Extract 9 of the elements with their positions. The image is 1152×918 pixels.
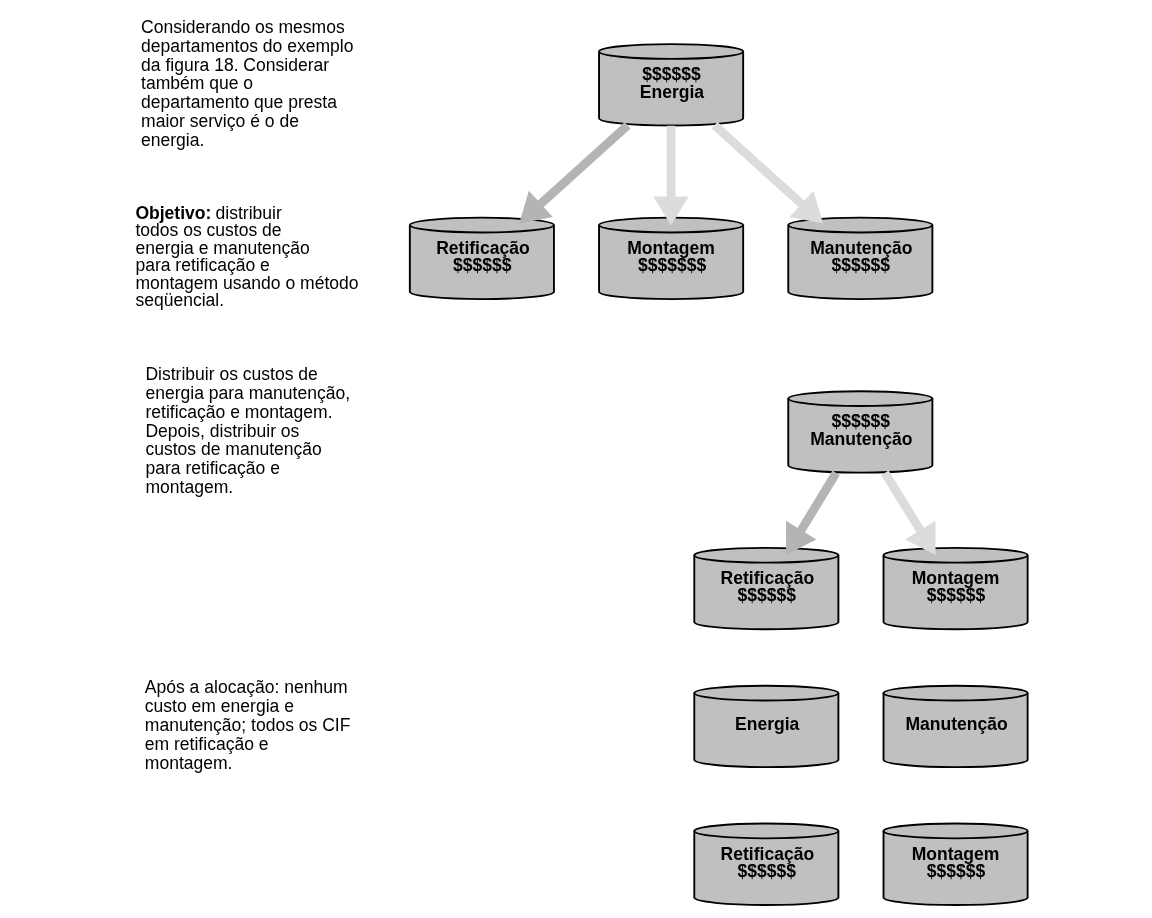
label: Considerando os mesmos departamentos do exemplo da figura 18. Considerar também que o departamento que presta maior serviço é o de energia. <box>140 16 354 150</box>
label: Após a alocação: nenhum custo em energia e manutenção; todos os CIF em retificação e montagem. <box>144 676 350 773</box>
arrow <box>711 121 823 223</box>
arrow <box>652 125 689 225</box>
arrow <box>518 121 631 223</box>
arrow <box>880 470 936 555</box>
label: Objetivo: distribuir todos os custos de energia e manutenção para retificação e montagem usando o método seqüencial. <box>134 202 359 310</box>
arrow <box>785 470 840 555</box>
label: Distribuir os custos de energia para manutenção, retificação e montagem. Depois, distribuir os custos de manutenção para retificação e montagem. <box>144 363 350 497</box>
